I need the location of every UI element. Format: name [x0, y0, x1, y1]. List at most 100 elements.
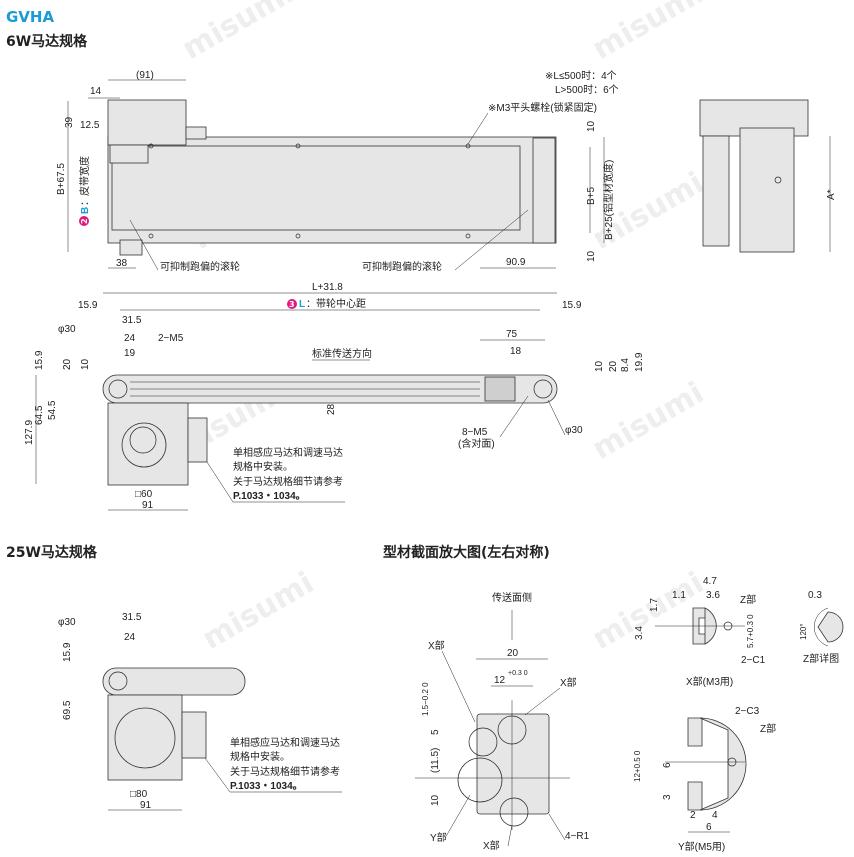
dim-phi-30-left: φ30	[58, 324, 76, 335]
r1-label: 4−R1	[565, 831, 590, 842]
x-part-label: X部	[428, 639, 445, 652]
dim-0-3: 0.3	[808, 590, 822, 601]
x-detail-caption: X部(M3用)	[686, 675, 733, 688]
dim-69-5: 69.5	[62, 700, 73, 720]
watermark: misumi	[177, 0, 300, 67]
front-view: L+31.8 3 L ：带轮中心距 15.9 15.9 φ30 31.5 24 …	[24, 282, 645, 511]
x-part-label: X部	[560, 676, 577, 689]
bolt-note: ※M3平头螺栓(锁紧固定)	[488, 101, 597, 114]
dim-14: 14	[90, 86, 102, 97]
badge-number: 3	[289, 300, 295, 309]
note-l-gt-500: L>500时：6个	[555, 84, 619, 96]
dim-18: 18	[510, 346, 522, 357]
dim-54-5: 54.5	[47, 400, 58, 420]
motor-note-line: 关于马达规格细节请参考	[230, 765, 340, 778]
dim-31-5: 31.5	[122, 315, 142, 326]
dim-38: 38	[116, 258, 128, 269]
dim-4-7: 4.7	[703, 576, 717, 587]
motor-note-line: 关于马达规格细节请参考	[233, 475, 343, 488]
dim-91: 91	[140, 800, 152, 811]
motor-note-line: 规格中安装。	[230, 750, 290, 763]
side-view: A*	[699, 99, 837, 253]
profile-cross-section	[476, 713, 550, 815]
dim-20: 20	[507, 648, 519, 659]
z-part-detail: 0.3 120° Z部详图	[799, 590, 844, 665]
dim-1-1: 1.1	[672, 590, 686, 601]
y-part-label: Y部	[430, 831, 447, 844]
dim-90-9: 90.9	[506, 257, 526, 268]
dim-phi-30: φ30	[58, 617, 76, 628]
dim-64-5: 64.5	[34, 405, 45, 425]
dim-5-7: 5.7+0.3 0	[746, 614, 755, 648]
z-detail-caption: Z部详图	[803, 652, 839, 665]
dim-12: 12+0.5 0	[633, 750, 642, 782]
dim-3-4: 3.4	[634, 626, 645, 640]
badge-2	[79, 216, 89, 226]
dim-a: A*	[826, 189, 837, 200]
dim-1-7: 1.7	[649, 598, 660, 612]
roller-note-left: 可抑制跑偏的滚轮	[160, 260, 240, 273]
dim-5: 5	[430, 729, 441, 735]
watermark: misumi	[197, 565, 320, 656]
dim-19: 19	[124, 348, 136, 359]
motor-note-page-ref[interactable]: P.1033・1034。	[233, 491, 306, 502]
dim-91-paren: (91)	[136, 70, 154, 81]
dim-91: 91	[142, 500, 154, 511]
dim-phi-30-right: φ30	[565, 425, 583, 436]
y-detail-caption: Y部(M5用)	[678, 840, 725, 853]
section-25w-heading: 25W马达规格	[6, 544, 98, 561]
y-part-detail: 2−C3 Z部 12+0.5 0 6 3 2 4 6 Y部(M5用)	[633, 706, 776, 853]
motor-note-line: 单相感应马达和调速马达	[233, 446, 343, 459]
dim-l-31-8: L+31.8	[312, 282, 343, 293]
motor-note-page-ref[interactable]: P.1033・1034。	[230, 781, 303, 792]
dim-6: 6	[662, 762, 673, 768]
dim-15-9-left: 15.9	[78, 300, 98, 311]
dim-75: 75	[506, 329, 518, 340]
dim-24: 24	[124, 333, 136, 344]
dim-20-right: 20	[608, 360, 619, 372]
watermark: misumi	[587, 375, 710, 466]
dim-12-5: 12.5	[80, 120, 100, 131]
section-6w-heading: 6W马达规格	[6, 33, 88, 50]
conveying-side-label: 传送面侧	[492, 591, 532, 604]
x-part-label: X部	[483, 839, 500, 852]
dim-15-9-vertical: 15.9	[34, 350, 45, 370]
badge-3	[287, 299, 297, 309]
product-title: GVHA	[6, 8, 54, 26]
dim-15-9: 15.9	[62, 642, 73, 662]
dim-3-6: 3.6	[706, 590, 720, 601]
dim-square-80: □80	[130, 789, 148, 800]
dim-15-9-right: 15.9	[562, 300, 582, 311]
dim-10-right: 10	[594, 360, 605, 372]
c3-label: 2−C3	[735, 706, 760, 717]
watermark: misumi	[587, 0, 710, 67]
dim-28: 28	[326, 403, 337, 415]
z-part-label: Z部	[740, 593, 756, 606]
conveying-direction: 标准传送方向	[312, 347, 372, 360]
dim-6-bottom: 6	[706, 822, 712, 833]
motor-top	[107, 99, 187, 146]
x-part-detail: 4.7 1.1 3.6 1.7 3.4 5.7+0.3 0 Z部 2−C1 X部…	[634, 576, 766, 688]
l-text: ：带轮中心距	[306, 297, 366, 310]
dim-19-9: 19.9	[634, 352, 645, 372]
dim-39: 39	[64, 116, 75, 128]
dim-4: 4	[712, 810, 718, 821]
tol-12: +0.3 0	[508, 670, 528, 677]
dim-127-9: 127.9	[24, 420, 35, 445]
z-part-label: Z部	[760, 722, 776, 735]
dim-b-5: B+5	[586, 186, 597, 205]
top-view: (91) 14 39 12.5 B+67.5 2 B ：皮带宽度 38 90.9…	[56, 70, 619, 273]
profile-section: 传送面侧 20 12 +0.3 0 1.5−0.2 0 5 (11.5) 10 …	[415, 576, 844, 853]
angle-120: 120°	[799, 623, 808, 640]
b-label: B	[80, 207, 91, 214]
dim-b-67-5: B+67.5	[56, 163, 67, 195]
dim-10: 10	[430, 794, 441, 806]
dim-3: 3	[662, 794, 673, 800]
view-25w: φ30 31.5 24 15.9 69.5 □80 91 单相感应马达和调速马达…	[58, 612, 342, 811]
roller-note-right: 可抑制跑偏的滚轮	[362, 260, 442, 273]
dim-24: 24	[124, 632, 136, 643]
m5-8-label: 8−M5	[462, 427, 488, 438]
dim-b-25: B+25(铝型材宽度)	[602, 160, 615, 240]
dim-1-5: 1.5−0.2 0	[421, 682, 430, 716]
